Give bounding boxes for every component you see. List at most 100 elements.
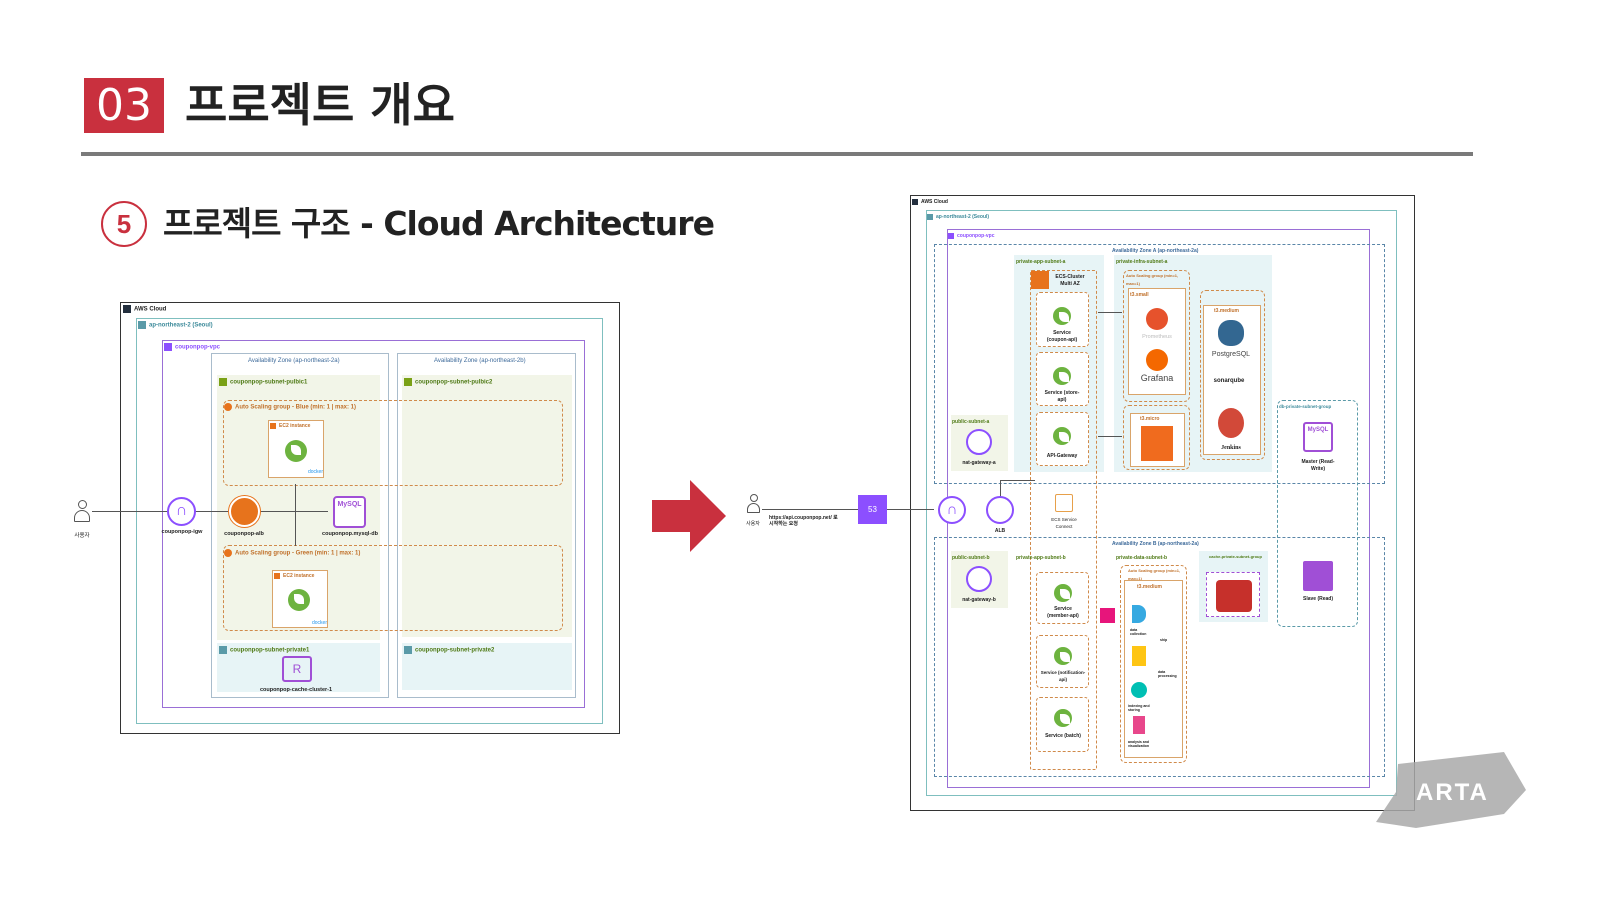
elasticsearch-icon bbox=[1131, 682, 1147, 698]
region-group bbox=[926, 210, 1397, 796]
public-subnet-a-label: public-subnet-a bbox=[952, 419, 990, 425]
db-private-subnet-group bbox=[1277, 400, 1358, 627]
app-a-label: private-app-subnet-a bbox=[1016, 259, 1066, 265]
service-label: Service (coupon-api) bbox=[1046, 330, 1078, 343]
label: couponpop-subnet-private1 bbox=[230, 647, 310, 654]
master-db-label: Master (Read-Write) bbox=[1301, 459, 1335, 472]
label: couponpop-subnet-pulbic2 bbox=[415, 379, 493, 386]
asg-blue bbox=[223, 400, 563, 486]
nat-gateway-icon bbox=[966, 566, 992, 592]
elk-step-label: ship bbox=[1160, 638, 1168, 642]
ecs-icon bbox=[1031, 271, 1049, 289]
label: ap-northeast-2 (Seoul) bbox=[936, 214, 990, 220]
request-label: https://api.couponpop.net/ 로 시작하는 요청 bbox=[769, 515, 838, 527]
route53-label: 53 bbox=[868, 505, 877, 514]
label: EC2 instance bbox=[279, 423, 311, 429]
label: AWS Cloud bbox=[921, 199, 948, 205]
connector-line bbox=[1000, 480, 1001, 498]
mysql-icon-label: MySQL bbox=[1307, 427, 1329, 433]
service-label: Service (member-api) bbox=[1047, 606, 1079, 619]
connector-line bbox=[1000, 480, 1035, 481]
arrow-right-icon bbox=[652, 480, 726, 552]
region-group bbox=[136, 318, 603, 724]
region-flag-icon bbox=[927, 213, 933, 220]
user-label: 사용자 bbox=[746, 521, 760, 527]
route53-icon: 53 bbox=[858, 495, 887, 524]
asg-elk bbox=[1120, 565, 1187, 763]
label: EC2 instance bbox=[283, 573, 315, 579]
igw-label: couponpop-igw bbox=[161, 529, 203, 535]
sparta-logo: ARTA bbox=[1376, 752, 1526, 828]
svg-text:ARTA: ARTA bbox=[1416, 779, 1489, 806]
kibana-icon bbox=[1133, 716, 1145, 734]
page-title: 프로젝트 개요 bbox=[185, 78, 455, 132]
service-label: API-Gateway bbox=[1046, 453, 1078, 459]
public-subnet-b-label: public-subnet-b bbox=[952, 555, 990, 561]
redis-icon bbox=[1216, 580, 1252, 612]
prometheus-icon bbox=[1146, 308, 1168, 330]
lock-icon bbox=[404, 378, 412, 386]
grafana-icon bbox=[1146, 349, 1168, 371]
service-label: Service (store-api) bbox=[1044, 390, 1080, 403]
label: couponpop-vpc bbox=[175, 344, 220, 351]
divider bbox=[81, 152, 1473, 156]
private-subnet-2 bbox=[402, 643, 572, 690]
label: Auto Scaling group - Green (min: 1 | max… bbox=[235, 550, 361, 557]
load-balancer-icon bbox=[229, 496, 260, 527]
service-store-api bbox=[1036, 352, 1089, 406]
ecs-cluster bbox=[1030, 270, 1097, 770]
asg-devtools bbox=[1200, 290, 1265, 460]
internet-gateway-icon: ∩ bbox=[938, 496, 966, 524]
user-label: 사용자 bbox=[74, 533, 90, 539]
nat-gateway-icon bbox=[966, 429, 992, 455]
connector-line bbox=[762, 509, 934, 510]
db-group-label: db-private-subnet-group bbox=[1279, 404, 1332, 409]
ec2-icon bbox=[274, 572, 280, 579]
aws-cloud-icon bbox=[123, 305, 131, 313]
connector-line bbox=[92, 511, 328, 512]
vpc-group bbox=[162, 340, 585, 708]
service-label: Service (batch) bbox=[1045, 733, 1081, 739]
jenkins-icon bbox=[1218, 408, 1244, 438]
region-flag-icon bbox=[138, 321, 146, 329]
alb-label: ALB bbox=[994, 528, 1006, 534]
slave-db-label: Slave (Read) bbox=[1303, 596, 1334, 602]
jenkins-label: Jenkins bbox=[1221, 445, 1241, 451]
instance-type-label: t3.small bbox=[1130, 292, 1149, 298]
cache-group-label: cache-private-subnet-group bbox=[1209, 554, 1262, 559]
nat-b-label: nat-gateway-b bbox=[962, 597, 996, 603]
elk-step-label: indexing and storing bbox=[1128, 704, 1150, 712]
alb-icon bbox=[986, 496, 1014, 524]
az-a bbox=[211, 353, 389, 698]
opensearch-icon bbox=[1100, 608, 1115, 623]
connector-line bbox=[1098, 436, 1122, 437]
label: AWS Cloud bbox=[134, 306, 167, 313]
service-label: Service (notification-api) bbox=[1040, 670, 1086, 682]
public-subnet-2 bbox=[402, 375, 572, 637]
infra-a-label: private-infra-subnet-a bbox=[1116, 259, 1168, 265]
docker-icon: docker bbox=[312, 620, 328, 626]
asg-monitoring bbox=[1123, 270, 1190, 402]
mysql-label: couponpop.mysql-db bbox=[322, 531, 378, 537]
docker-icon: docker bbox=[308, 469, 324, 475]
instance-type-label: t3.micro bbox=[1140, 416, 1160, 422]
section-number: 03 bbox=[84, 78, 164, 133]
asg-mq bbox=[1123, 405, 1190, 470]
connector-line bbox=[295, 484, 296, 546]
auto-scaling-icon bbox=[224, 403, 232, 411]
beats-icon bbox=[1132, 605, 1146, 623]
instance-type-label: t3.medium bbox=[1137, 584, 1163, 590]
lock-icon bbox=[404, 646, 412, 654]
az-b bbox=[397, 353, 576, 698]
user-icon bbox=[747, 494, 760, 516]
label: couponpop-vpc bbox=[957, 233, 995, 239]
az-b bbox=[934, 537, 1385, 777]
ecs-service-connect-icon bbox=[1055, 494, 1073, 512]
spring-icon bbox=[1054, 584, 1072, 602]
ecs-connect-label: ECS Service Connect bbox=[1051, 517, 1077, 529]
subtitle-number: 5 bbox=[101, 201, 147, 247]
label: Auto Scaling group - Blue (min: 1 | max:… bbox=[235, 404, 357, 411]
auto-scaling-icon bbox=[224, 549, 232, 557]
spring-icon bbox=[1054, 647, 1072, 665]
az-a-label: Availability Zone (ap-northeast-2a) bbox=[248, 358, 340, 364]
